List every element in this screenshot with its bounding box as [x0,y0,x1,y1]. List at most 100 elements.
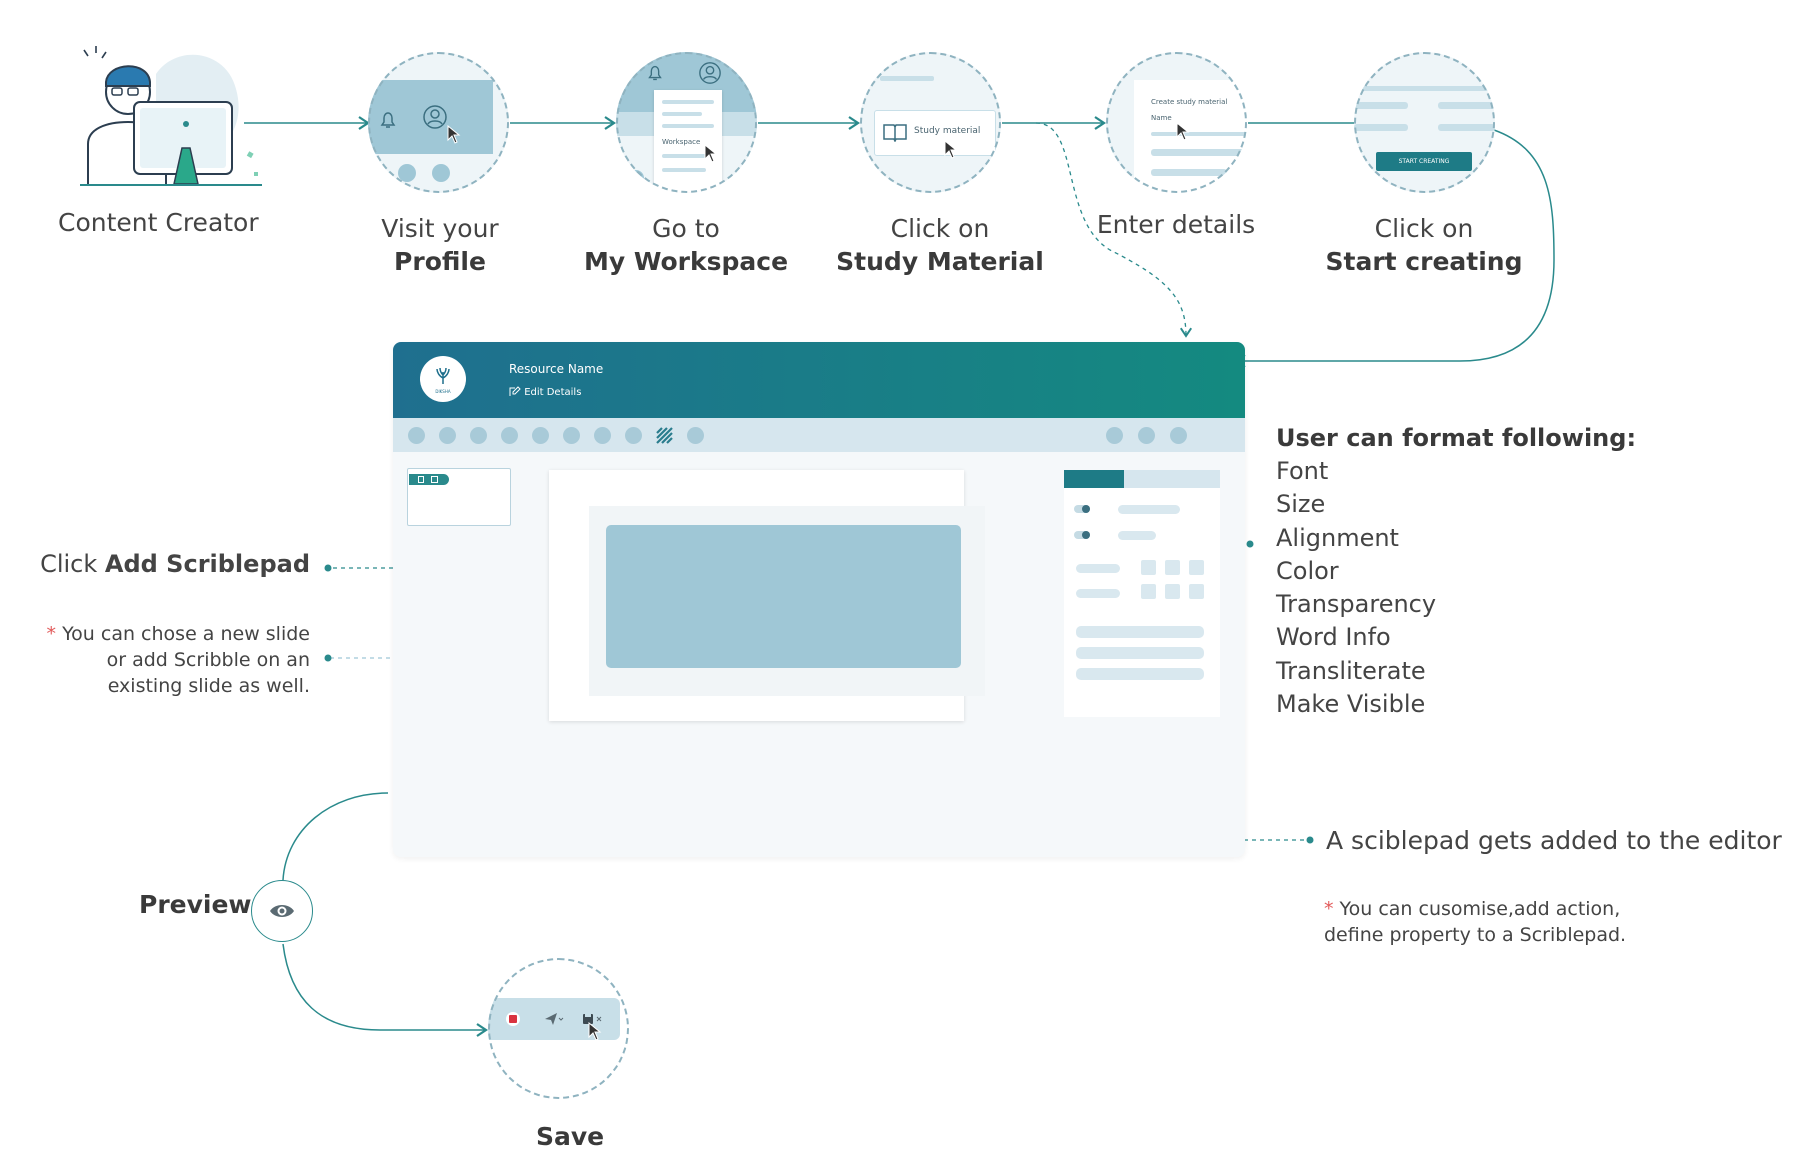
save-thumbnail-border [488,958,629,1099]
toolbar-button-6[interactable] [563,427,580,444]
color-option-2[interactable] [1165,584,1180,599]
toolbar-button-4[interactable] [501,427,518,444]
step-details-line1: Enter details [1096,210,1256,239]
toolbar-button-9[interactable] [687,427,704,444]
dot-add-scriblepad [324,564,332,572]
dashed-to-editor [1035,122,1193,338]
profile-thumbnail-border [368,52,509,193]
step-start-line1: Click on [1374,214,1474,243]
slide-note-line2: or add Scribble on an [106,649,310,671]
slide-note-star: * [46,623,57,645]
align-option-2[interactable] [1165,560,1180,575]
preview-button[interactable] [251,880,313,942]
dot-added [1306,836,1314,844]
eye-icon [270,905,294,917]
delete-icon[interactable] [418,476,424,483]
customise-note-line2: define property to a Scriblepad. [1324,924,1627,946]
step-workspace-label: Go to My Workspace [576,212,796,278]
editor-mockup: DIKSHA Resource Name Edit Details [393,342,1245,857]
format-item: Size [1276,490,1326,519]
property-field-3 [1076,564,1120,573]
click-add-scriblepad-label: Click Add Scriblepad [40,550,310,578]
workspace-thumbnail-border [616,52,757,193]
color-option-1[interactable] [1141,584,1156,599]
property-field-2 [1118,531,1156,540]
align-option-3[interactable] [1189,560,1204,575]
customise-note: * You can cusomise,add action, define pr… [1324,896,1626,948]
format-list: Font Size Alignment Color Transparency W… [1276,455,1436,721]
content-creator-illustration [80,46,262,186]
logo-icon [436,367,450,384]
toggle-2[interactable] [1074,531,1090,539]
step-profile-line2: Profile [394,247,486,276]
step-study-line2: Study Material [836,247,1044,276]
details-thumbnail-border [1106,52,1247,193]
save-label: Save [536,1122,605,1151]
toolbar-button-3[interactable] [470,427,487,444]
properties-tab-inactive[interactable] [1124,470,1220,488]
scriblepad-element[interactable] [606,525,961,668]
properties-tab-active[interactable] [1064,470,1124,488]
scriblepad-icon[interactable] [655,426,674,445]
property-field-1 [1118,505,1180,514]
diksha-logo: DIKSHA [420,356,466,402]
slide-note-line1: You can chose a new slide [62,623,310,645]
toolbar-button-1[interactable] [408,427,425,444]
logo-text: DIKSHA [435,389,451,394]
add-scriblepad-text: Add Scriblepad [104,550,310,578]
step-workspace-line2: My Workspace [583,247,789,276]
align-option-1[interactable] [1141,560,1156,575]
format-item: Font [1276,457,1329,485]
toolbar-right-button-1[interactable] [1106,427,1123,444]
toolbar-right-button-3[interactable] [1170,427,1187,444]
slide-note-line3: existing slide as well. [107,675,310,697]
copy-icon[interactable] [431,476,438,483]
dot-slide-note [324,654,332,662]
start-thumbnail-border [1354,52,1495,193]
step-details-label: Enter details [1076,208,1276,241]
curve-start-to-editor [1233,129,1555,368]
study-material-thumbnail-border [860,52,1001,193]
format-item: Transparency [1276,590,1437,619]
format-item: Make Visible [1276,690,1426,719]
slide-note: * You can chose a new slide or add Scrib… [40,621,310,699]
customise-note-star: * [1324,898,1334,920]
format-item: Word Info [1276,623,1391,652]
customise-note-line1: You can cusomise,add action, [1339,898,1621,920]
curve-preview-save [282,943,489,1037]
edit-icon [509,386,521,396]
edit-details-link[interactable]: Edit Details [509,386,581,398]
scriblepad-added-callout: A sciblepad gets added to the editor [1326,826,1782,855]
step-workspace-line1: Go to [652,214,720,243]
property-field-7 [1076,668,1204,680]
format-item: Transliterate [1276,656,1426,685]
toolbar-button-5[interactable] [532,427,549,444]
property-field-4 [1076,589,1120,598]
property-field-6 [1076,647,1204,659]
creator-label: Content Creator [58,208,259,237]
format-item: Color [1276,556,1339,585]
step-profile-label: Visit your Profile [340,212,540,278]
editor-toolbar [393,418,1245,452]
toolbar-button-2[interactable] [439,427,456,444]
toolbar-button-8[interactable] [625,427,642,444]
step-profile-line1: Visit your [381,214,499,243]
preview-label: Preview [139,890,252,919]
properties-panel [1064,470,1220,717]
edit-details-text: Edit Details [524,387,582,398]
color-option-3[interactable] [1189,584,1204,599]
dot-format [1246,540,1254,548]
toggle-1[interactable] [1074,505,1090,513]
format-title: User can format following: [1276,424,1637,452]
toolbar-right-button-2[interactable] [1138,427,1155,444]
toolbar-button-7[interactable] [594,427,611,444]
step-start-line2: Start creating [1325,247,1523,276]
format-item: Alignment [1276,523,1399,552]
step-start-label: Click on Start creating [1314,212,1534,278]
property-field-5 [1076,626,1204,638]
curve-editor-preview [282,792,389,881]
step-study-line1: Click on [890,214,990,243]
resource-name: Resource Name [509,362,604,376]
slide-thumbnail[interactable] [407,468,511,526]
editor-header: DIKSHA Resource Name Edit Details [393,342,1245,418]
